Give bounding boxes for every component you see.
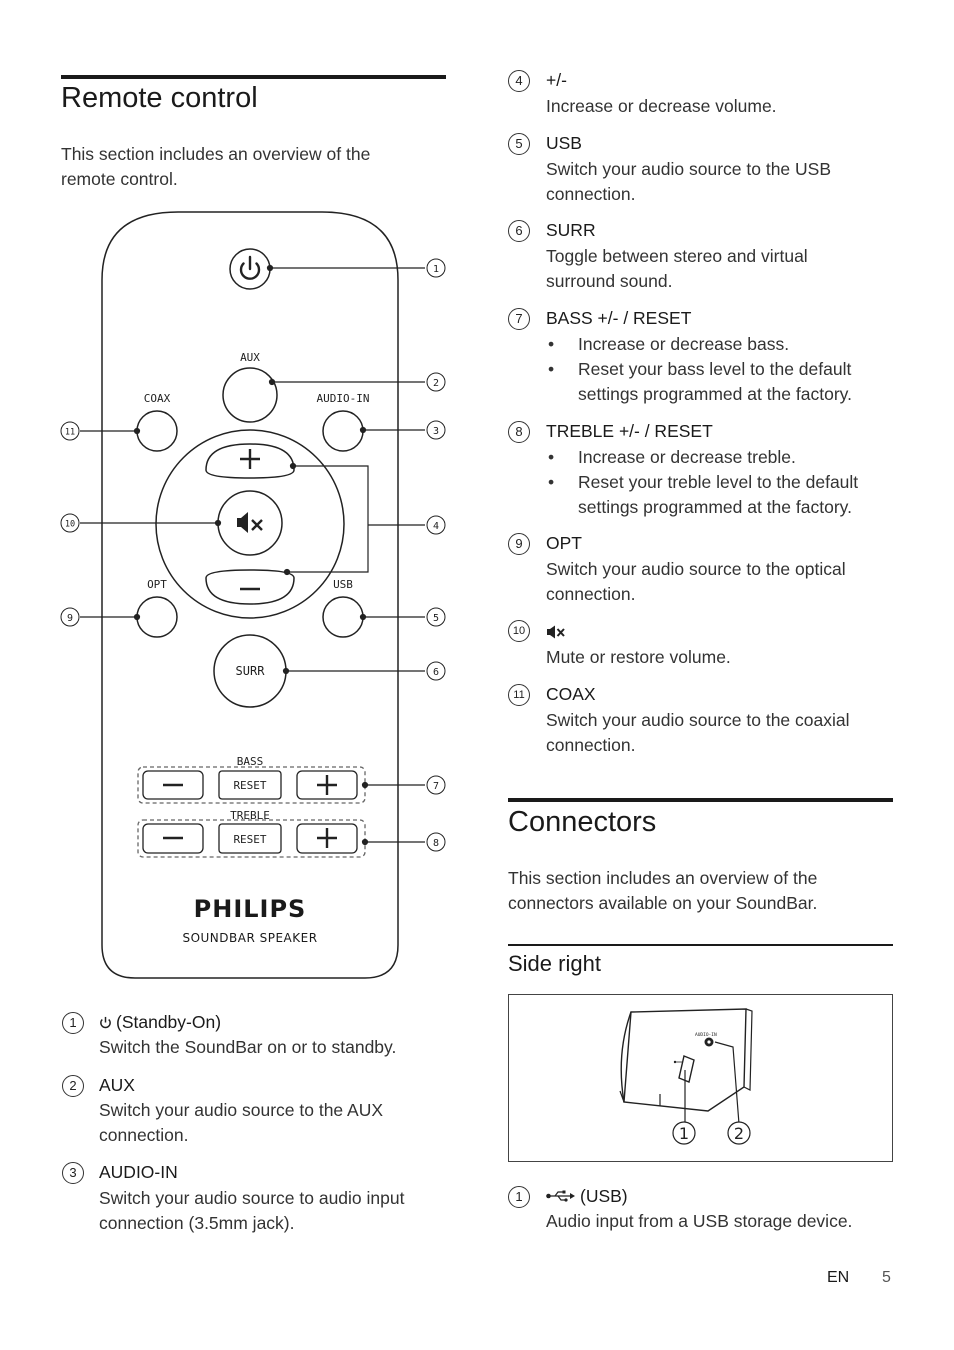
audio-in-button xyxy=(322,410,364,452)
usb-label: USB xyxy=(333,578,353,591)
callout-1: 1 xyxy=(433,264,439,275)
mute-button xyxy=(217,490,283,556)
item-title: +/- xyxy=(546,70,567,90)
item-title: AUX xyxy=(99,1075,135,1095)
usb-icon xyxy=(546,1190,575,1202)
item-description: Switch your audio source to audio input … xyxy=(99,1188,405,1233)
callout-11: 11 xyxy=(65,428,75,438)
item-title: AUDIO-IN xyxy=(99,1162,178,1182)
side-right-subtitle: Side right xyxy=(508,951,601,976)
callout-9: 9 xyxy=(67,613,73,624)
mute-icon xyxy=(547,625,565,639)
power-icon xyxy=(239,255,261,280)
diagram-callout-1: 1 xyxy=(679,1124,689,1143)
connectors-section-rule xyxy=(508,798,893,802)
volume-down-button xyxy=(205,569,295,605)
item-number-badge: 1 xyxy=(508,1186,530,1208)
item-description: Audio input from a USB storage device. xyxy=(546,1211,853,1231)
connectors-section-title: Connectors xyxy=(508,806,657,838)
item-number-badge: 6 xyxy=(508,220,530,242)
item-title: (USB) xyxy=(546,1186,628,1207)
item-title: SURR xyxy=(546,220,596,240)
usb-port xyxy=(678,1055,695,1083)
diagram-callout-2: 2 xyxy=(734,1124,744,1143)
item-description: Switch your audio source to the coaxial … xyxy=(546,710,850,755)
treble-reset-button xyxy=(218,823,282,854)
item-description: Switch your audio source to the AUX conn… xyxy=(99,1100,384,1145)
audio-in-port-label: AUDIO-IN xyxy=(695,1032,717,1038)
brand-logo: PHILIPS xyxy=(194,895,307,923)
item-number-badge: 10 xyxy=(508,620,530,642)
item-description: Mute or restore volume. xyxy=(546,647,731,667)
item-title: (Standby-On) xyxy=(99,1012,221,1033)
opt-label: OPT xyxy=(147,578,167,591)
bass-reset-button xyxy=(218,770,282,800)
remote-section-title: Remote control xyxy=(61,82,258,114)
item-title: OPT xyxy=(546,533,582,553)
item-title: COAX xyxy=(546,684,596,704)
remote-section-rule xyxy=(61,75,446,79)
callout-5: 5 xyxy=(433,613,439,624)
remote-diagram: AUX COAX AUDIO-IN OPT USB SURR BASS RESE… xyxy=(60,211,446,979)
coax-label: COAX xyxy=(144,392,171,405)
bullet-item: Increase or decrease treble. xyxy=(546,445,908,470)
coax-button xyxy=(136,410,178,452)
bass-group-outline xyxy=(137,766,366,804)
item-title: USB xyxy=(546,133,582,153)
audio-in-label: AUDIO-IN xyxy=(317,392,370,405)
footer-page-number: 5 xyxy=(882,1269,891,1286)
callout-4: 4 xyxy=(433,521,439,532)
treble-group-outline xyxy=(137,819,366,858)
item-number-badge: 7 xyxy=(508,308,530,330)
bullet-item: Increase or decrease bass. xyxy=(546,332,898,357)
aux-button xyxy=(222,367,278,423)
bullet-item: Reset your bass level to the default set… xyxy=(546,357,898,407)
treble-label: TREBLE xyxy=(230,809,270,822)
item-description: Switch the SoundBar on or to standby. xyxy=(99,1037,397,1057)
callout-8: 8 xyxy=(433,838,439,849)
item-number-badge: 8 xyxy=(508,421,530,443)
item-description: Increase or decrease volume. xyxy=(546,96,777,116)
callout-6: 6 xyxy=(433,667,439,678)
usb-icon xyxy=(673,1060,682,1064)
callout-2: 2 xyxy=(433,378,439,389)
surr-label: SURR xyxy=(236,664,266,678)
opt-button xyxy=(136,596,178,638)
item-title: BASS +/- / RESET xyxy=(546,308,692,328)
item-number-badge: 11 xyxy=(508,684,530,706)
remote-section-intro: This section includes an overview of the… xyxy=(61,144,371,189)
item-title-text: (USB) xyxy=(580,1186,628,1206)
side-right-rule xyxy=(508,944,893,946)
item-number-badge: 9 xyxy=(508,533,530,555)
item-title: TREBLE +/- / RESET xyxy=(546,421,713,441)
item-description: Switch your audio source to the optical … xyxy=(546,559,846,604)
item-description: Toggle between stereo and virtual surrou… xyxy=(546,246,808,291)
item-description: Switch your audio source to the USB conn… xyxy=(546,159,832,204)
side-connector-diagram: AUDIO-IN 1 2 xyxy=(508,994,893,1162)
aux-label: AUX xyxy=(240,351,260,364)
plus-icon xyxy=(240,449,260,469)
footer-language: EN xyxy=(827,1269,850,1286)
bass-label: BASS xyxy=(237,755,264,768)
bullet-item: Reset your treble level to the default s… xyxy=(546,470,908,520)
item-title-text: (Standby-On) xyxy=(116,1012,222,1032)
item-number-badge: 3 xyxy=(62,1162,84,1184)
bass-reset-label: RESET xyxy=(233,779,266,792)
connectors-section-intro: This section includes an overview of the… xyxy=(508,868,818,913)
product-name: SOUNDBAR SPEAKER xyxy=(182,931,317,945)
power-icon xyxy=(100,1016,111,1029)
callout-10: 10 xyxy=(65,520,75,530)
usb-button xyxy=(322,596,364,638)
callout-7: 7 xyxy=(433,781,439,792)
item-number-badge: 2 xyxy=(62,1075,84,1097)
mute-icon xyxy=(237,512,263,533)
item-number-badge: 1 xyxy=(62,1012,84,1034)
item-number-badge: 5 xyxy=(508,133,530,155)
callout-3: 3 xyxy=(433,426,439,437)
item-number-badge: 4 xyxy=(508,70,530,92)
treble-reset-label: RESET xyxy=(233,833,266,846)
